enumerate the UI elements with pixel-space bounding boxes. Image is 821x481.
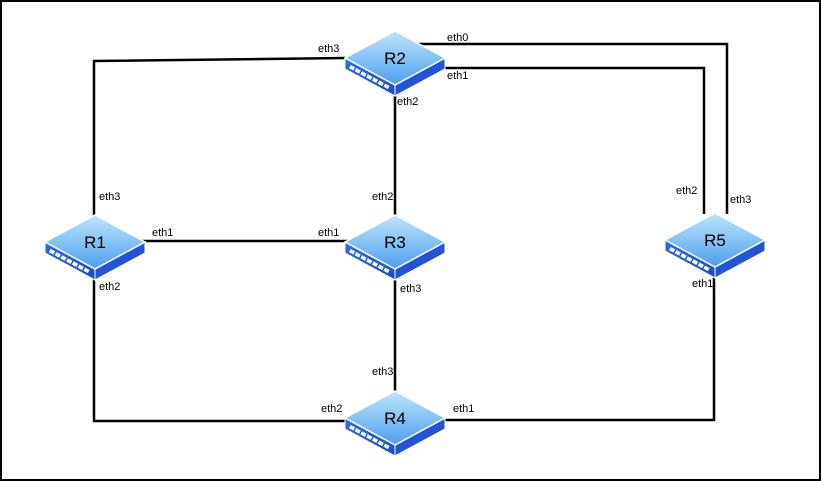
- router-port: [66, 258, 73, 264]
- router-label: R3: [384, 233, 406, 252]
- router-port: [354, 252, 361, 258]
- link-R1-eth3--R2-eth3[interactable]: [92, 56, 347, 216]
- router-top-face: [663, 212, 767, 268]
- interface-label-R2-eth3: eth3: [318, 43, 339, 55]
- router-R1[interactable]: R1: [43, 214, 147, 281]
- router-label: R2: [384, 49, 406, 68]
- interface-label-R2-eth2: eth2: [397, 96, 418, 108]
- router-R3[interactable]: R3: [343, 214, 447, 281]
- link-R2-eth1--R5-eth2[interactable]: [418, 66, 706, 214]
- router-port: [366, 258, 373, 264]
- router-label: R1: [84, 233, 106, 252]
- router-port: [371, 77, 379, 83]
- router-top-face: [343, 214, 447, 270]
- router-port: [371, 437, 379, 443]
- router-R5[interactable]: R5: [663, 212, 767, 279]
- interface-label-R5-eth3: eth3: [730, 194, 751, 206]
- router-port: [54, 252, 61, 258]
- interface-label-R5-eth2: eth2: [676, 185, 697, 197]
- router-port: [77, 264, 84, 271]
- interface-label-R2-eth1: eth1: [447, 70, 468, 82]
- router-port: [383, 267, 390, 274]
- router-port: [383, 443, 390, 450]
- router-label: R4: [384, 409, 406, 428]
- router-port: [377, 80, 384, 87]
- interface-label-R4-eth1: eth1: [453, 403, 474, 415]
- router-top-face: [343, 30, 447, 86]
- router-port: [354, 68, 361, 74]
- router-port: [71, 261, 79, 267]
- router-port: [377, 440, 384, 447]
- router-port: [686, 256, 693, 262]
- interface-label-R1-eth3: eth3: [99, 191, 120, 203]
- router-port: [697, 262, 704, 269]
- router-port: [360, 71, 367, 77]
- router-port: [348, 65, 356, 71]
- router-port: [348, 249, 356, 255]
- router-label: R5: [704, 231, 726, 250]
- router-port: [383, 83, 390, 90]
- interface-label-R3-eth3: eth3: [400, 283, 421, 295]
- router-port: [83, 267, 90, 274]
- router-port: [680, 253, 687, 259]
- router-R4[interactable]: R4: [343, 390, 447, 457]
- router-port: [377, 264, 384, 271]
- router-port: [691, 259, 699, 265]
- router-R2[interactable]: R2: [343, 30, 447, 97]
- router-port: [60, 255, 67, 261]
- router-top-face: [343, 390, 447, 446]
- router-top-face: [43, 214, 147, 270]
- router-port: [371, 261, 379, 267]
- router-port: [668, 247, 676, 253]
- router-port: [48, 249, 56, 255]
- router-port: [366, 434, 373, 440]
- interface-label-R1-eth1: eth1: [152, 227, 173, 239]
- interface-label-R2-eth0: eth0: [447, 32, 468, 44]
- router-port: [360, 255, 367, 261]
- interface-label-R5-eth1: eth1: [692, 278, 713, 290]
- router-port: [360, 431, 367, 437]
- router-port: [674, 250, 681, 256]
- link-R1-eth2--R4-eth2[interactable]: [92, 265, 350, 423]
- interface-label-R4-eth2: eth2: [321, 403, 342, 415]
- router-port: [703, 265, 710, 272]
- router-port: [366, 74, 373, 80]
- interface-label-R3-eth1: eth1: [318, 227, 339, 239]
- link-R2-eth0--R5-eth3[interactable]: [412, 42, 729, 214]
- interface-label-R4-eth3: eth3: [372, 366, 393, 378]
- router-port: [354, 428, 361, 434]
- link-R4-eth1--R5-eth1[interactable]: [440, 262, 716, 422]
- interface-label-R1-eth2: eth2: [99, 281, 120, 293]
- interface-label-R3-eth2: eth2: [372, 191, 393, 203]
- router-port: [348, 425, 356, 431]
